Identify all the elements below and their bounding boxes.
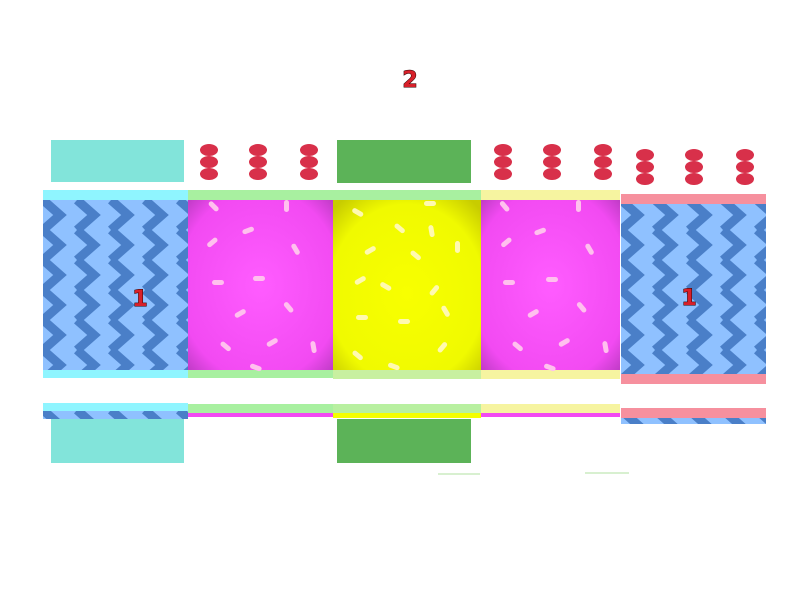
strip-lower-magenta-left (188, 404, 333, 413)
strip-lower-yellow (333, 404, 481, 413)
magenta-thin-lower-left (188, 413, 333, 417)
strip-top-magenta-right (481, 190, 620, 200)
teal-cap-top-left (51, 140, 184, 182)
dashes-magenta-left (207, 200, 317, 372)
zigzag-panel-left (43, 200, 188, 370)
strip-bottom-left (43, 370, 188, 378)
label-left-block: 1 (132, 287, 147, 312)
faint-line-1 (438, 473, 480, 475)
block-magenta-right (481, 190, 620, 417)
faint-line-2 (585, 472, 629, 474)
strip-bottom-magenta-left (188, 370, 333, 378)
yellow-thin-lower (333, 413, 481, 418)
label-right-block: 1 (681, 286, 696, 311)
strip-bottom-yellow (333, 370, 481, 379)
dot-stacks (200, 144, 754, 185)
dot-stack-1 (200, 144, 218, 180)
label-top: 2 (402, 68, 417, 93)
dot-stack-3 (300, 144, 318, 180)
strip-top-left (43, 190, 188, 200)
strip-lower-right (621, 408, 766, 418)
strip-lower-magenta-right (481, 404, 620, 413)
dashes-yellow (352, 201, 460, 371)
strip-lower-left (43, 403, 188, 411)
zigzag-panel-right (621, 204, 766, 374)
block-right-blue: 1 (621, 194, 766, 424)
strip-bottom-right (621, 374, 766, 384)
teal-cap-bottom-left (51, 419, 184, 463)
block-magenta-left (188, 190, 333, 417)
dot-stack-2 (249, 144, 267, 180)
yellow-panel (333, 200, 481, 370)
dot-stack-8 (685, 149, 703, 185)
block-left-blue: 1 (43, 140, 188, 463)
strip-top-yellow (333, 190, 481, 200)
block-yellow-center (333, 140, 481, 463)
dot-stack-5 (543, 144, 561, 180)
magenta-thin-lower-right (481, 413, 620, 417)
dot-stack-9 (736, 149, 754, 185)
green-cap-top (337, 140, 471, 183)
strip-top-right (621, 194, 766, 204)
magenta-panel-left (188, 200, 333, 370)
magenta-panel-right (481, 200, 620, 370)
green-cap-bottom (337, 419, 471, 463)
strip-bottom-magenta-right (481, 370, 620, 379)
zigzag-strip-lower-right (621, 418, 766, 424)
dashes-magenta-right (499, 200, 609, 372)
dot-stack-6 (594, 144, 612, 180)
strip-top-magenta-left (188, 190, 333, 200)
dot-stack-4 (494, 144, 512, 180)
dot-stack-7 (636, 149, 654, 185)
zigzag-strip-lower-left (43, 411, 188, 419)
